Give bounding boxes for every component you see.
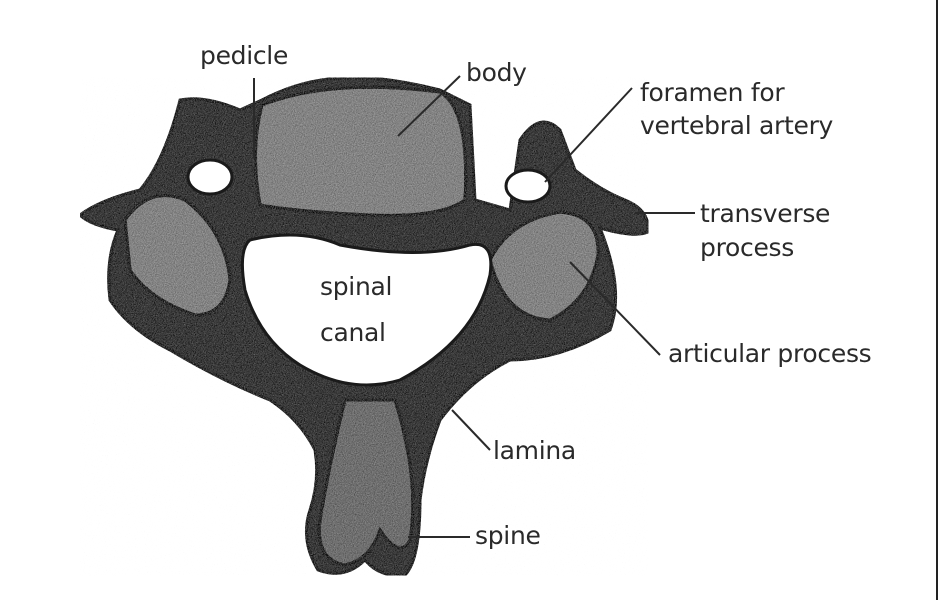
left-transverse-foramen (186, 158, 234, 196)
right-articular-process (488, 210, 600, 322)
vertebral-body (253, 85, 468, 217)
foramen-leader-line (544, 87, 633, 183)
label-spine: spine (475, 521, 541, 550)
articular-leader-line (569, 261, 661, 356)
spinal-canal (240, 233, 493, 387)
spinous-process (317, 398, 415, 567)
label-foramen-line2: vertebral artery (640, 111, 834, 140)
label-pedicle: pedicle (200, 41, 289, 70)
label-canal-line2: canal (320, 318, 386, 347)
label-foramen-line1: foramen for (640, 78, 785, 107)
label-transverse-line1: transverse (700, 199, 831, 228)
frame-border (936, 0, 938, 600)
label-lamina: lamina (493, 436, 576, 465)
lamina-leader-line (451, 409, 491, 451)
right-transverse-foramen (504, 168, 552, 204)
left-articular-process (123, 194, 232, 317)
label-articular: articular process (668, 339, 872, 368)
label-canal-line1: spinal (320, 272, 393, 301)
label-transverse-line2: process (700, 233, 794, 262)
label-body: body (466, 58, 527, 87)
body-leader-line (397, 75, 461, 137)
